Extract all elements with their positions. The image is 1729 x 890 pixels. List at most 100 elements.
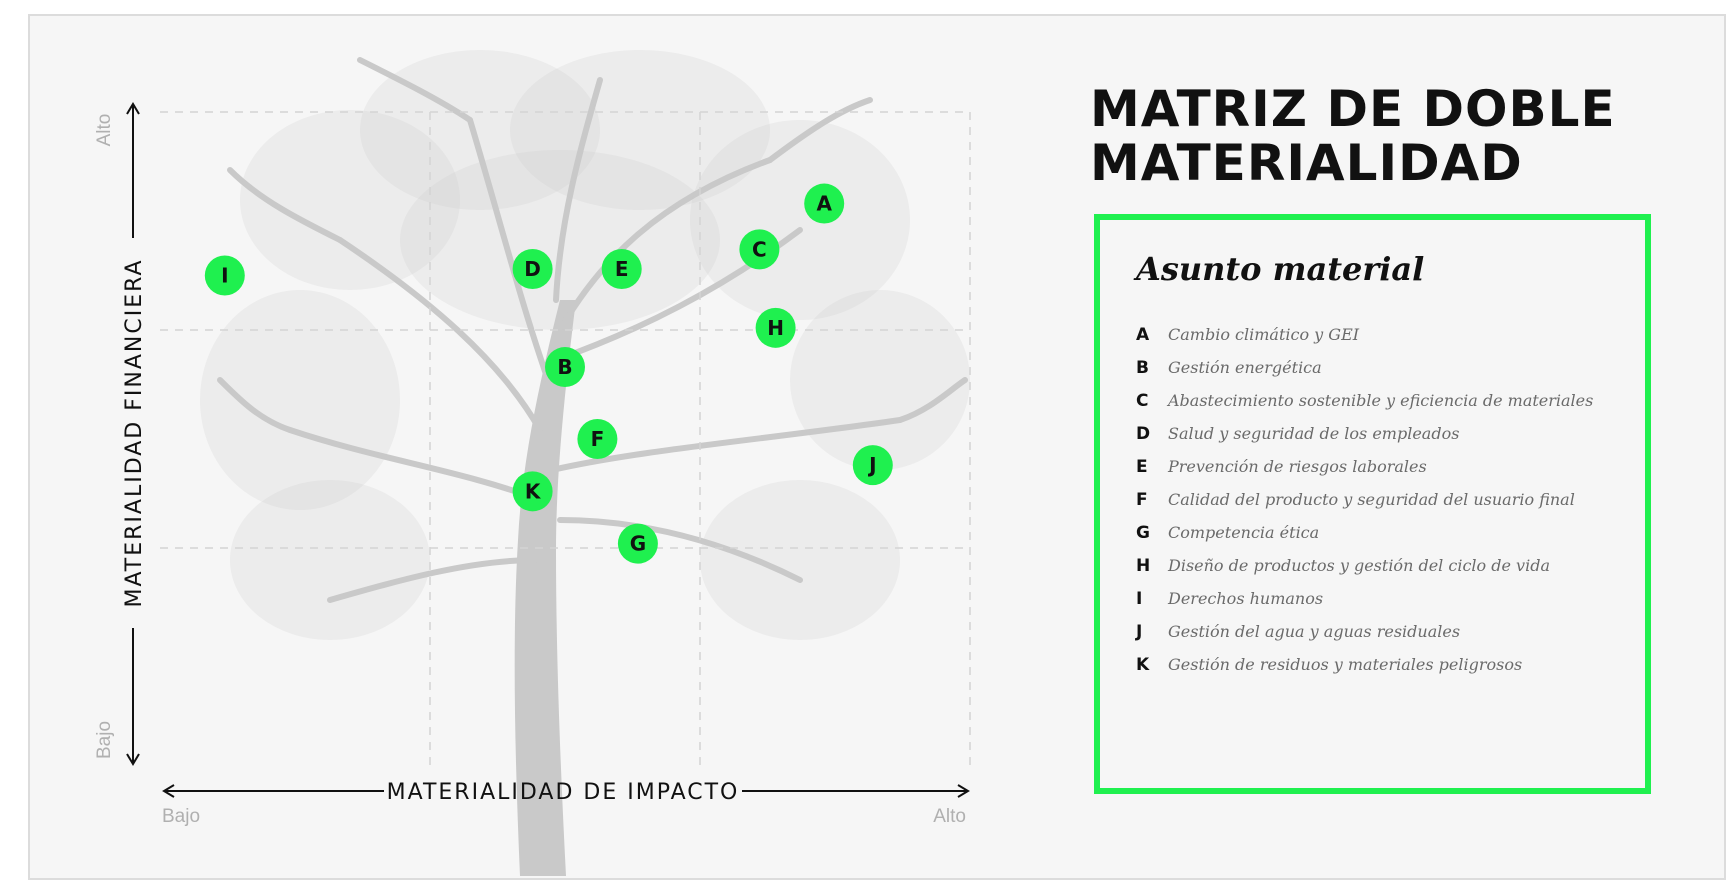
data-point-label: K (525, 479, 542, 503)
tree-trunk (514, 300, 576, 876)
legend-item-letter: I (1136, 588, 1143, 609)
tree-foliage (200, 290, 400, 510)
tree-branch (327, 557, 539, 603)
legend-item-letter: G (1136, 522, 1150, 543)
data-point-g: G (617, 523, 658, 564)
legend-item-letter: E (1136, 456, 1148, 477)
page-title: MATRIZ DE DOBLE MATERIALIDAD (1090, 80, 1616, 192)
data-point-k: K (512, 471, 553, 512)
legend-item: G Competencia ética (1136, 516, 1593, 549)
legend-item-label: Cambio climático y GEI (1168, 325, 1360, 344)
tree-branch (897, 377, 968, 423)
x-axis-high-label: Alto (933, 806, 966, 827)
data-point-marker (617, 523, 658, 564)
legend-item: K Gestión de residuos y materiales peligr… (1136, 648, 1593, 681)
data-point-label: A (816, 192, 832, 216)
tree-foliage (400, 150, 720, 330)
y-axis-arrow-up (126, 102, 140, 115)
data-point-b: B (545, 347, 585, 388)
data-point-marker (852, 445, 893, 486)
tree-foliage (690, 120, 910, 320)
tree-branch (357, 57, 473, 123)
legend-item-label: Gestión energética (1168, 358, 1322, 377)
legend-item-letter: D (1136, 423, 1151, 444)
legend-item-letter: C (1136, 390, 1149, 411)
tree-foliage (700, 480, 900, 640)
data-point-j: J (852, 445, 893, 486)
tree-branch (767, 97, 873, 163)
legend-list: A Cambio climático y GEI B Gestión energéti… (1136, 318, 1593, 681)
data-point-label: I (221, 264, 228, 288)
data-point-marker (739, 229, 780, 270)
legend-heading: Asunto material (1136, 250, 1425, 288)
legend-item: H Diseño de productos y gestión del ciclo… (1136, 549, 1593, 582)
legend-item-letter: F (1136, 489, 1148, 510)
tree-branch (337, 237, 543, 433)
data-point-a: A (804, 183, 845, 224)
axes (126, 102, 970, 798)
legend-item-label: Competencia ética (1168, 523, 1320, 542)
tree-branch (227, 167, 343, 243)
legend-item: D Salud y seguridad de los empleados (1136, 417, 1593, 450)
x-axis-low-label: Bajo (162, 806, 200, 827)
y-axis-low-label: Bajo (94, 721, 115, 759)
tree-branch (287, 427, 543, 503)
legend-item-label: Calidad del producto y seguridad del usu… (1168, 490, 1575, 509)
data-point-marker (512, 471, 553, 512)
legend-item-label: Gestión de residuos y materiales peligro… (1168, 655, 1523, 674)
legend-item-letter: B (1136, 357, 1149, 378)
data-point-e: E (601, 248, 642, 289)
legend-item-label: Abastecimiento sostenible y eficiencia d… (1168, 391, 1594, 410)
tree-branch (557, 517, 803, 583)
x-axis-arrow-right (957, 784, 970, 798)
tree-branch (217, 377, 293, 433)
data-point-marker (804, 183, 845, 224)
data-point-c: C (739, 229, 780, 270)
legend-item: B Gestión energética (1136, 351, 1593, 384)
data-point-d: D (512, 248, 553, 289)
data-point-marker (577, 419, 618, 459)
tree-branch (549, 417, 903, 473)
data-point-label: D (524, 257, 541, 281)
y-axis-high-label: Alto (94, 114, 115, 147)
tree-foliage (510, 50, 770, 210)
tree-foliage (360, 50, 600, 210)
tree-branch (467, 117, 551, 383)
data-point-label: B (557, 355, 572, 379)
data-point-i: I (204, 255, 245, 296)
legend-item: J Gestión del agua y aguas residuales (1136, 615, 1593, 648)
legend-item-label: Diseño de productos y gestión del ciclo … (1168, 556, 1550, 575)
legend-item-label: Salud y seguridad de los empleados (1168, 424, 1460, 443)
data-point-marker (545, 347, 585, 388)
data-point-marker (755, 307, 796, 348)
legend-item-letter: K (1136, 654, 1150, 675)
tree-foliage (230, 480, 430, 640)
tree-foliage (240, 110, 460, 290)
legend-item-label: Prevención de riesgos laborales (1168, 457, 1427, 476)
data-point-label: G (630, 532, 646, 556)
legend-item: E Prevención de riesgos laborales (1136, 450, 1593, 483)
data-point-marker (512, 248, 553, 289)
data-point-marker (601, 248, 642, 289)
legend-item-letter: A (1136, 324, 1150, 345)
data-point-label: C (752, 237, 767, 261)
tree-branch (553, 77, 603, 303)
tree-foliage (790, 290, 970, 470)
legend-item-label: Gestión del agua y aguas residuales (1168, 622, 1461, 641)
legend-item: F Calidad del producto y seguridad del us… (1136, 483, 1593, 516)
tree-background-image (200, 50, 970, 876)
legend-box: Asunto material A Cambio climático y GEI B… (1094, 214, 1651, 794)
legend-item-letter: H (1136, 555, 1151, 576)
y-axis-label: MATERIALIDAD FINANCIERA (122, 258, 147, 607)
data-point-label: F (591, 427, 605, 451)
legend-item: A Cambio climático y GEI (1136, 318, 1593, 351)
grid-lines (160, 111, 971, 766)
legend-item-letter: J (1136, 621, 1143, 642)
y-axis-arrow-down (126, 753, 140, 766)
x-axis-arrow-left (162, 784, 175, 798)
x-axis-label: MATERIALIDAD DE IMPACTO (387, 780, 740, 805)
tree-branch (557, 157, 773, 333)
